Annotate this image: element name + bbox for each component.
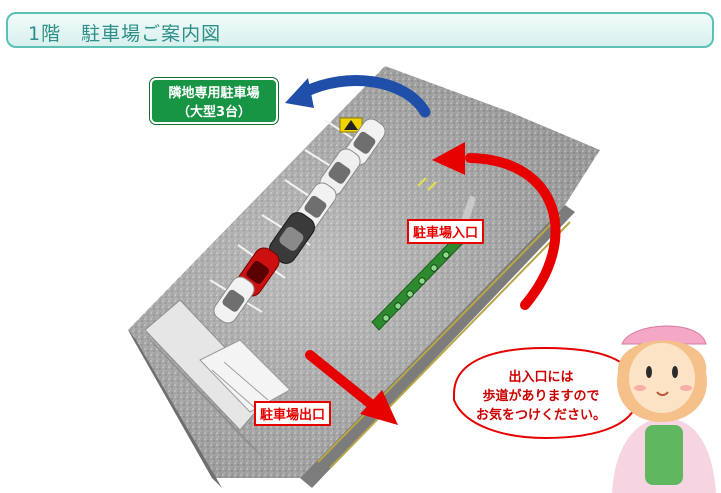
neighbor-parking-capacity: （大型3台） <box>152 103 276 122</box>
bubble-line-3: お気をつけください。 <box>456 406 626 425</box>
bubble-line-1: 出入口には <box>456 368 626 387</box>
bubble-line-2: 歩道がありますので <box>456 387 626 406</box>
neighbor-parking-label: 隣地専用駐車場 （大型3台） <box>150 78 278 124</box>
speech-bubble-text: 出入口には 歩道がありますので お気をつけください。 <box>456 368 626 425</box>
entrance-label: 駐車場入口 <box>407 219 484 244</box>
neighbor-parking-name: 隣地専用駐車場 <box>152 84 276 103</box>
exit-label: 駐車場出口 <box>254 401 331 426</box>
